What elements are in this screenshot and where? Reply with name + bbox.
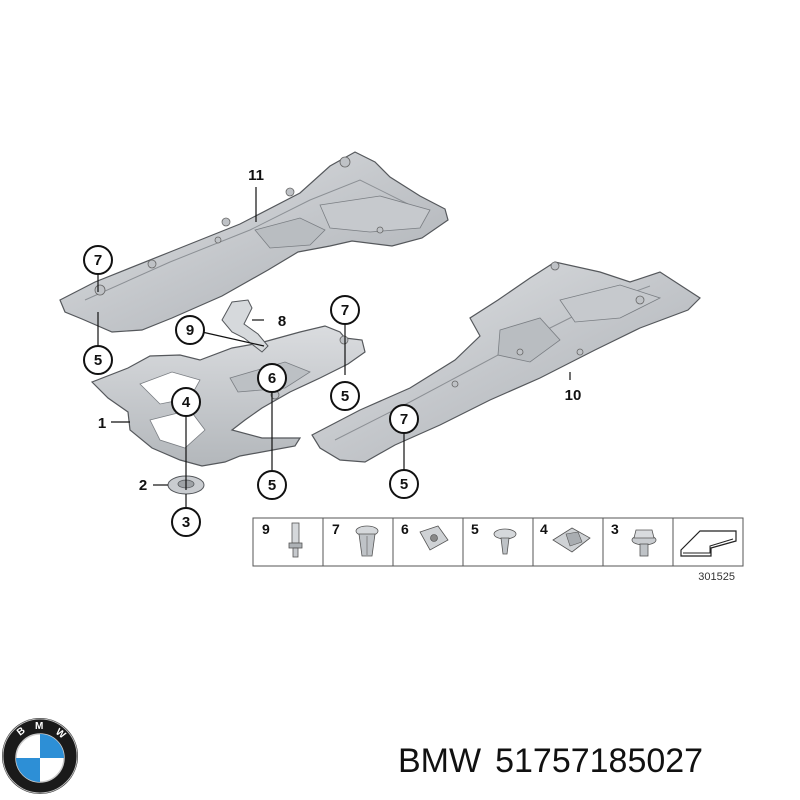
callout-8: 8 bbox=[278, 313, 286, 330]
callout-3-label: 3 bbox=[182, 514, 190, 531]
callout-7-right: 7 bbox=[389, 404, 419, 434]
svg-text:M: M bbox=[35, 721, 43, 732]
screw-icon bbox=[493, 528, 517, 555]
legend-item-9-number: 9 bbox=[262, 521, 270, 537]
callout-5-left-label: 5 bbox=[94, 352, 102, 369]
hex-bolt-icon bbox=[631, 529, 657, 557]
callout-5-left: 5 bbox=[83, 345, 113, 375]
callout-4-a-label: 4 bbox=[182, 394, 191, 411]
callout-11: 11 bbox=[248, 167, 264, 184]
bracket-8 bbox=[221, 299, 269, 353]
callout-7-left-label: 7 bbox=[94, 252, 102, 269]
callout-6-label: 6 bbox=[268, 370, 276, 387]
callout-10-label: 10 bbox=[565, 387, 582, 404]
legend-item-5: 5 bbox=[471, 521, 517, 555]
legend-item-3-number: 3 bbox=[611, 521, 619, 537]
callout-7-right-label: 7 bbox=[400, 411, 408, 428]
part-number: 51757185027 bbox=[495, 742, 704, 780]
underbody-panel-10 bbox=[311, 261, 701, 463]
legend-item-6: 6 bbox=[401, 521, 449, 551]
legend-item-3: 3 bbox=[611, 521, 657, 557]
legend-item-6-number: 6 bbox=[401, 521, 409, 537]
clip-nut-icon bbox=[419, 525, 449, 551]
callout-1: 1 bbox=[98, 415, 106, 432]
legend-item-5-number: 5 bbox=[471, 521, 479, 537]
bmw-logo: B M W bbox=[2, 718, 78, 794]
callout-5-right: 5 bbox=[389, 469, 419, 499]
callout-5-middle: 5 bbox=[330, 381, 360, 411]
callout-5-lower: 5 bbox=[257, 470, 287, 500]
spring-nut-icon bbox=[552, 527, 591, 553]
callout-4-a: 4 bbox=[171, 387, 201, 417]
direction-arrow-icon bbox=[680, 530, 737, 557]
callout-7-left: 7 bbox=[83, 245, 113, 275]
underbody-panel-11 bbox=[59, 151, 449, 333]
callout-1-label: 1 bbox=[98, 415, 106, 432]
diagram-reference-number: 301525 bbox=[698, 571, 735, 583]
callout-9: 9 bbox=[175, 315, 205, 345]
expanding-rivet-icon bbox=[355, 525, 379, 557]
callout-6: 6 bbox=[257, 363, 287, 393]
callout-5-middle-label: 5 bbox=[341, 388, 349, 405]
callout-8-label: 8 bbox=[278, 313, 286, 330]
legend-item-7: 7 bbox=[332, 521, 379, 557]
callout-9-label: 9 bbox=[186, 322, 194, 339]
callout-2: 2 bbox=[139, 477, 147, 494]
legend-item-4: 4 bbox=[540, 521, 591, 553]
brand-name: BMW bbox=[398, 742, 482, 780]
legend-item-9: 9 bbox=[262, 521, 303, 558]
callout-7-middle-label: 7 bbox=[341, 302, 349, 319]
callout-2-label: 2 bbox=[139, 477, 147, 494]
bolt-icon bbox=[288, 522, 303, 558]
part-caption: BMW 51757185027 bbox=[398, 742, 717, 781]
legend-item-4-number: 4 bbox=[540, 521, 548, 537]
callout-3: 3 bbox=[171, 507, 201, 537]
callout-5-lower-label: 5 bbox=[268, 477, 276, 494]
fastener-legend: 9 7 6 5 bbox=[252, 517, 744, 567]
callout-10: 10 bbox=[565, 387, 582, 404]
callout-11-label: 11 bbox=[248, 167, 264, 184]
callout-5-right-label: 5 bbox=[400, 476, 408, 493]
callout-7-middle: 7 bbox=[330, 295, 360, 325]
legend-item-7-number: 7 bbox=[332, 521, 340, 537]
